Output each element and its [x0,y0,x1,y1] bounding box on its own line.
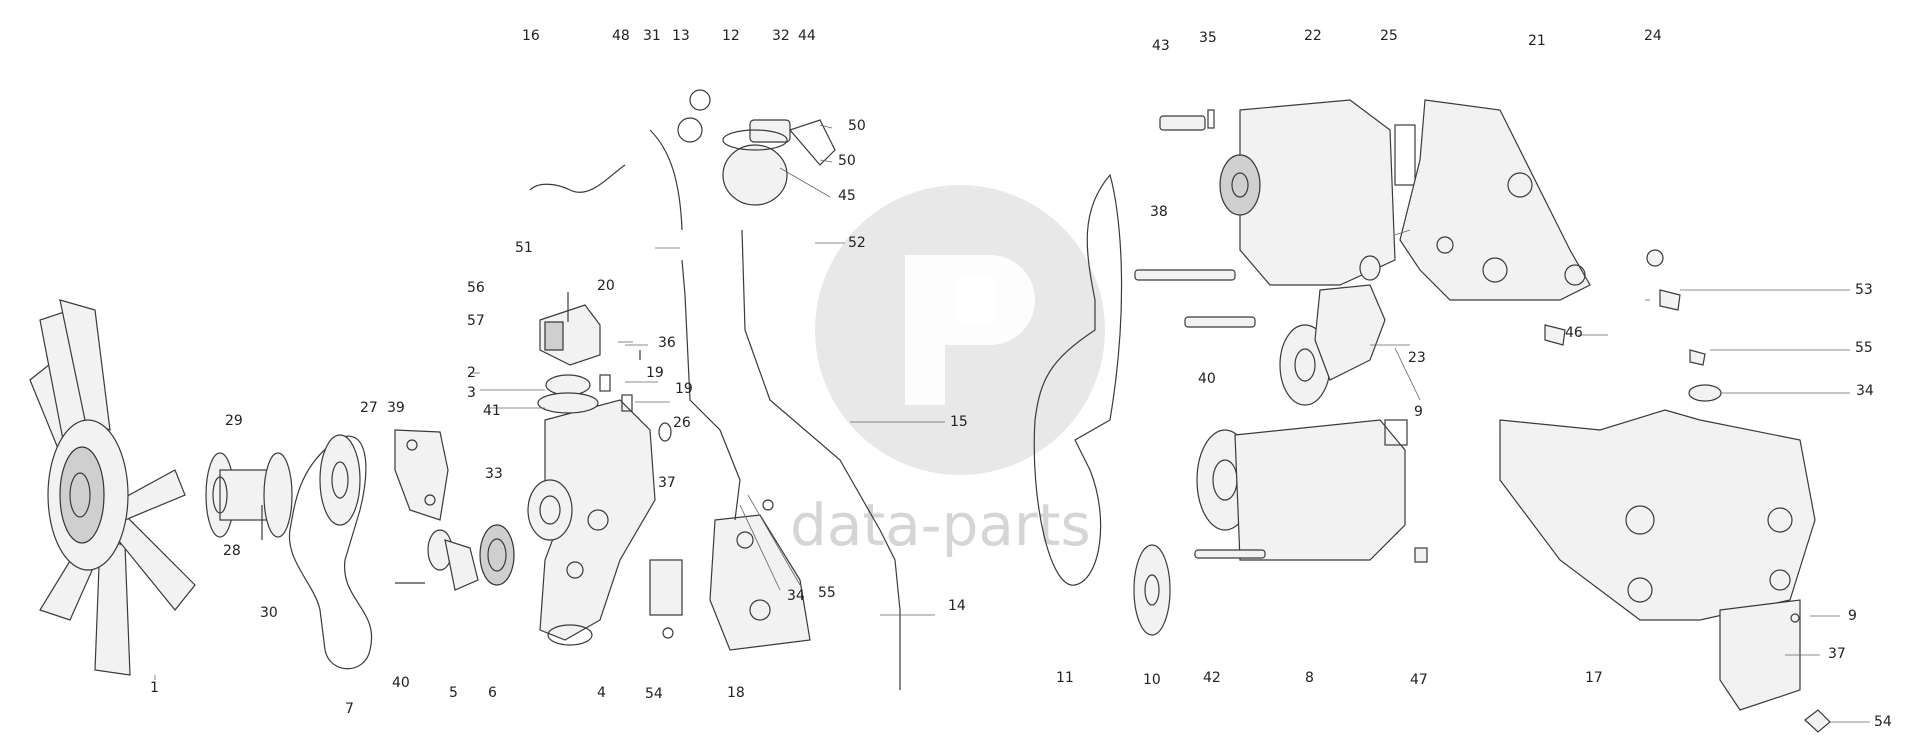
watermark-text: data-parts [790,491,1091,559]
callout-46: 46 [1565,325,1583,341]
callout-17: 17 [1585,670,1603,686]
callout-19a: 19 [646,365,664,381]
callout-44: 44 [798,28,816,44]
callout-29: 29 [225,413,243,429]
callout-labels: 1 2 3 4 5 6 7 8 9 9 10 11 12 13 14 15 16… [150,28,1892,730]
callout-50b: 50 [838,153,856,169]
callout-9b: 9 [1848,608,1857,624]
callout-39: 39 [387,400,405,416]
callout-3: 3 [467,385,476,401]
callout-9a: 9 [1414,404,1423,420]
callout-37b: 37 [1828,646,1846,662]
callout-22: 22 [1304,28,1322,44]
callout-15: 15 [950,414,968,430]
callout-42: 42 [1203,670,1221,686]
bracket-17 [1499,409,1831,733]
hoses [529,89,901,690]
callout-21: 21 [1528,33,1546,49]
callout-18: 18 [727,685,745,701]
callout-45: 45 [838,188,856,204]
callout-35: 35 [1199,30,1217,46]
water-pump [527,399,656,646]
callout-36: 36 [658,335,676,351]
callout-25: 25 [1380,28,1398,44]
pulley-6 [479,524,515,586]
callout-40b: 40 [1198,371,1216,387]
callout-40a: 40 [392,675,410,691]
callout-57: 57 [467,313,485,329]
callout-28: 28 [223,543,241,559]
callout-14: 14 [948,598,966,614]
callout-43: 43 [1152,38,1170,54]
fan-hub [205,452,293,540]
callout-11: 11 [1056,670,1074,686]
callout-54b: 54 [1874,714,1892,730]
bracket-18 [649,499,811,651]
callout-31: 31 [643,28,661,44]
tensioner-5 [395,529,479,591]
callout-2: 2 [467,365,476,381]
callout-20: 20 [597,278,615,294]
callout-53: 53 [1855,282,1873,298]
watermark: data-parts [790,185,1105,559]
bracket-39 [394,429,449,521]
callout-7: 7 [345,701,354,717]
callout-24: 24 [1644,28,1662,44]
callout-16: 16 [522,28,540,44]
callout-55b: 55 [1855,340,1873,356]
callout-1: 1 [150,680,159,696]
callout-47: 47 [1410,672,1428,688]
thermostat-housing [539,292,601,366]
ac-compressor [1133,419,1428,636]
callout-5: 5 [449,685,458,701]
fan-assembly [29,299,196,676]
callout-56: 56 [467,280,485,296]
callout-30: 30 [260,605,278,621]
callout-23: 23 [1408,350,1426,366]
callout-19b: 19 [675,381,693,397]
callout-13: 13 [672,28,690,44]
callout-26: 26 [673,415,691,431]
callout-34b: 34 [1856,383,1874,399]
callout-41: 41 [483,403,501,419]
thermostat [537,350,672,442]
callout-34a: 34 [787,588,805,604]
callout-51: 51 [515,240,533,256]
callout-54a: 54 [645,686,663,702]
serpentine-belt [1033,173,1123,586]
callout-10: 10 [1143,672,1161,688]
leader-lines [154,124,1870,723]
callout-38: 38 [1150,204,1168,220]
callout-50a: 50 [848,118,866,134]
bracket-21 [1399,99,1722,402]
callout-37a: 37 [658,475,676,491]
timing-belt [288,434,373,670]
callout-27: 27 [360,400,378,416]
callout-33: 33 [485,466,503,482]
alternator [1134,99,1416,286]
callout-4: 4 [597,685,606,701]
callout-32: 32 [772,28,790,44]
callout-52: 52 [848,235,866,251]
callout-55a: 55 [818,585,836,601]
callout-12: 12 [722,28,740,44]
callout-48: 48 [612,28,630,44]
tensioner-23 [1184,284,1386,406]
callout-8: 8 [1305,670,1314,686]
callout-6: 6 [488,685,497,701]
